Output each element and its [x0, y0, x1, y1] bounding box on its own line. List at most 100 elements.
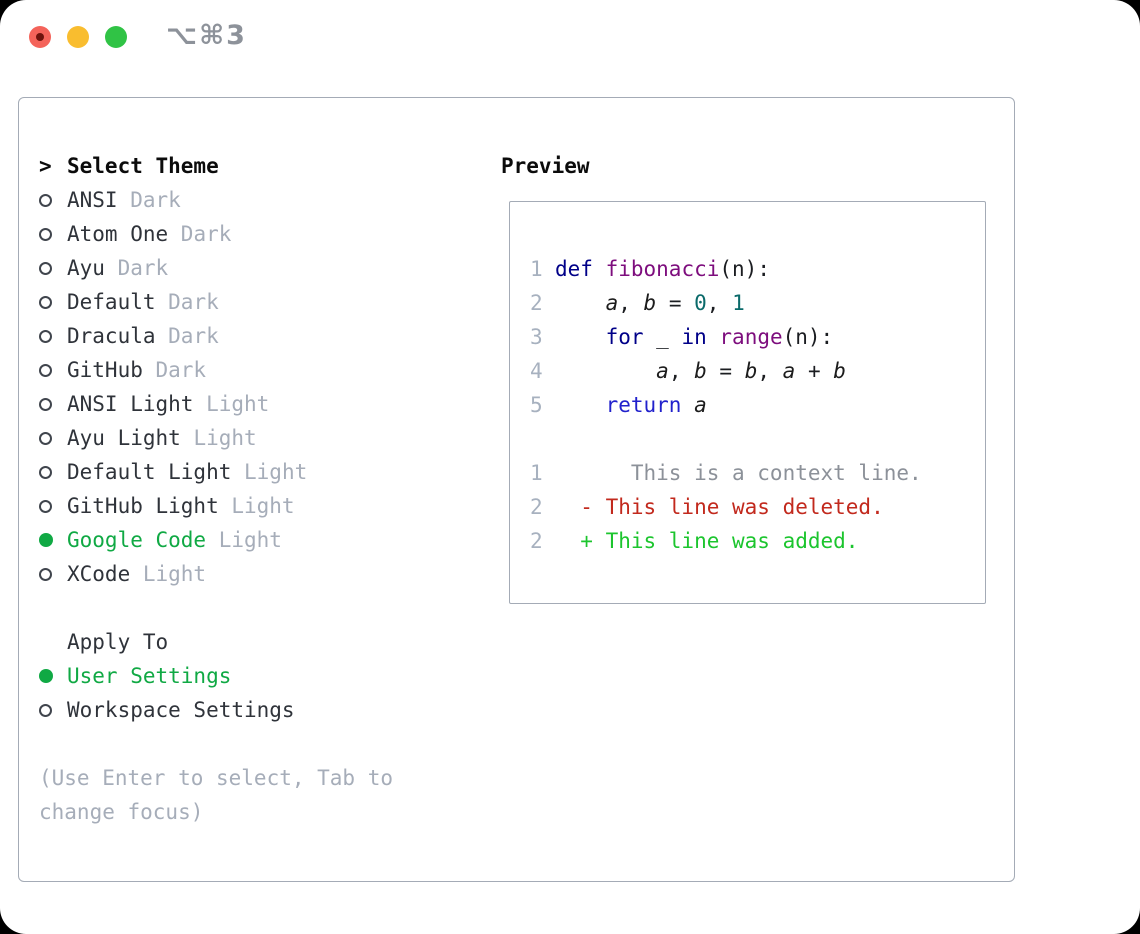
theme-option[interactable]: Ayu Dark [39, 251, 307, 285]
line-number [530, 422, 555, 456]
code-token: 1 [732, 291, 745, 315]
code-token: b [643, 291, 657, 315]
theme-option-label: Ayu [67, 256, 105, 280]
code-token: for [605, 325, 644, 349]
radio-circle-icon [39, 465, 52, 479]
theme-variant-label: Light [218, 494, 295, 518]
code-token [555, 354, 656, 388]
theme-option[interactable]: ANSI Dark [39, 183, 307, 217]
theme-variant-label: Dark [155, 290, 219, 314]
line-number: 1 [530, 461, 543, 485]
code-token: , [706, 291, 733, 315]
radio-circle-icon [39, 567, 52, 581]
selected-radio-icon [39, 669, 53, 683]
preview-title: Preview [501, 154, 590, 178]
code-token: a [605, 291, 619, 315]
code-token [555, 286, 606, 320]
theme-variant-label: Light [206, 528, 282, 552]
theme-option[interactable]: Default Light Light [39, 455, 307, 489]
window-shortcut-label: ⌥⌘3 [166, 20, 247, 51]
code-token: + This line was added. [555, 529, 859, 553]
line-number: 4 [530, 359, 543, 383]
select-theme-title: Select Theme [67, 154, 219, 178]
theme-option[interactable]: XCode Light [39, 557, 307, 591]
code-token: , [618, 291, 644, 315]
radio-circle-icon [39, 499, 52, 513]
code-token: fibonacci [605, 257, 720, 281]
code-token: (n): [719, 257, 770, 281]
apply-to-option[interactable]: Workspace Settings [39, 693, 307, 727]
theme-option[interactable]: Default Dark [39, 285, 307, 319]
close-button[interactable] [29, 26, 51, 48]
code-token: (n): [782, 325, 834, 349]
radio-circle-icon [39, 703, 52, 717]
code-token: return [605, 393, 682, 417]
code-token: a [694, 393, 707, 417]
apply-to-title: Apply To [67, 630, 169, 654]
line-number: 2 [530, 529, 543, 553]
theme-option[interactable]: Dracula Dark [39, 319, 307, 353]
code-token: This is a context line. [555, 461, 922, 485]
theme-option-label: Default [67, 290, 156, 314]
line-number: 2 [530, 291, 543, 315]
theme-variant-label: Dark [155, 324, 219, 348]
line-number: 2 [530, 495, 543, 519]
code-token: - This line was deleted. [555, 495, 884, 519]
apply-to-option-label: User Settings [67, 664, 232, 688]
code-line: 2 + This line was added. [530, 524, 985, 558]
prompt-caret-icon: > [39, 154, 52, 178]
code-token: range [719, 325, 783, 349]
select-theme-header: > Select Theme [39, 149, 307, 183]
zoom-button[interactable] [105, 26, 127, 48]
selected-radio-icon [39, 533, 53, 547]
theme-option-label: Dracula [67, 324, 156, 348]
code-line: 1 This is a context line. [530, 456, 985, 490]
theme-option[interactable]: Atom One Dark [39, 217, 307, 251]
code-token: = [706, 359, 745, 383]
theme-option-label: GitHub [67, 358, 143, 382]
theme-variant-label: Dark [117, 188, 181, 212]
theme-option-label: GitHub Light [67, 494, 219, 518]
code-token [555, 320, 606, 354]
line-number: 5 [530, 393, 543, 417]
theme-variant-label: Light [180, 426, 257, 450]
theme-option[interactable]: Google Code Light [39, 523, 307, 557]
code-token: 0 [694, 291, 707, 315]
code-line: 2 a, b = 0, 1 [530, 286, 985, 320]
radio-circle-icon [39, 193, 52, 207]
code-token: b [744, 359, 758, 383]
theme-option-label: Ayu Light [67, 426, 181, 450]
theme-option-label: XCode [67, 562, 131, 586]
code-token: b [694, 359, 707, 383]
code-line [530, 422, 985, 456]
theme-option[interactable]: Ayu Light Light [39, 421, 307, 455]
minimize-button[interactable] [67, 26, 89, 48]
spacer-row [39, 591, 307, 625]
radio-circle-icon [39, 261, 52, 275]
theme-option-label: ANSI [67, 188, 118, 212]
code-line: 3 for _ in range(n): [530, 320, 985, 354]
radio-circle-icon [39, 329, 52, 343]
apply-to-option[interactable]: User Settings [39, 659, 307, 693]
code-token: + [795, 359, 834, 383]
code-token [707, 320, 720, 354]
theme-option[interactable]: GitHub Dark [39, 353, 307, 387]
theme-option-label: Atom One [67, 222, 169, 246]
code-token [555, 388, 606, 422]
theme-option[interactable]: ANSI Light Light [39, 387, 307, 421]
code-token: b [833, 359, 846, 383]
theme-variant-label: Light [231, 460, 308, 484]
apply-to-header: Apply To [39, 625, 307, 659]
code-token: _ [643, 325, 682, 349]
radio-circle-icon [39, 397, 52, 411]
theme-option[interactable]: GitHub Light Light [39, 489, 307, 523]
radio-circle-icon [39, 431, 52, 445]
code-token: = [656, 291, 695, 315]
apply-to-option-label: Workspace Settings [67, 698, 295, 722]
